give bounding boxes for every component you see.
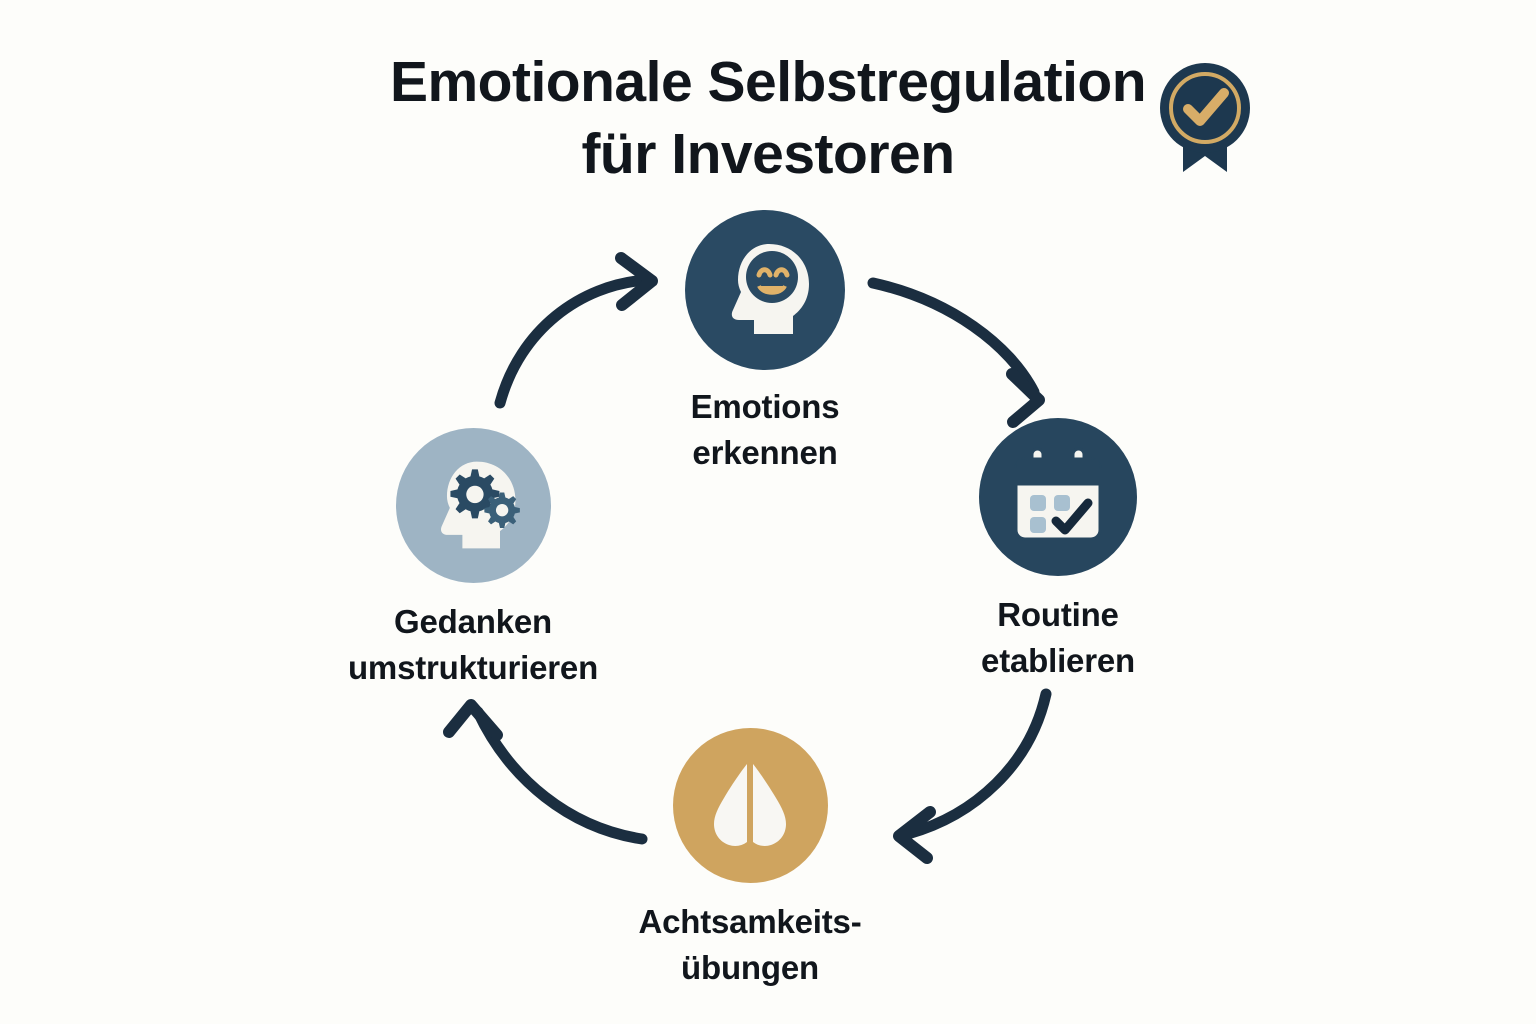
arrow-top-to-right [867,277,1045,428]
node-circle-emotions-erkennen [685,210,845,370]
head-gears-icon [441,461,520,548]
cycle-node-routine-etablieren[interactable]: Routine etablieren [908,418,1208,684]
node-label-achtsamkeitsuebungen: Achtsamkeits- übungen [638,903,862,986]
arrow-bottom-to-left [443,699,648,845]
node-label-gedanken-umstrukturieren: Gedanken umstrukturieren [347,603,599,686]
node-circle-routine-etablieren [979,418,1137,576]
praying-hands-icon [714,761,786,846]
calendar-check-icon [1014,447,1102,541]
node-circle-gedanken-umstrukturieren [395,428,551,583]
cycle-node-achtsamkeitsuebungen[interactable]: Achtsamkeits- übungen [600,728,900,991]
node-label-emotions-erkennen: Emotions erkennen [690,388,840,471]
arrow-left-to-top [494,252,658,409]
node-label-routine-etablieren: Routine etablieren [981,596,1135,679]
cycle-node-emotions-erkennen[interactable]: Emotions erkennen [615,210,915,476]
node-circle-achtsamkeitsuebungen [672,728,828,883]
verified-badge-icon [1153,60,1257,176]
arrow-right-to-bottom [893,688,1052,864]
cycle-node-gedanken-umstrukturieren[interactable]: Gedanken umstrukturieren [323,428,623,691]
head-smiley-icon [731,244,809,334]
